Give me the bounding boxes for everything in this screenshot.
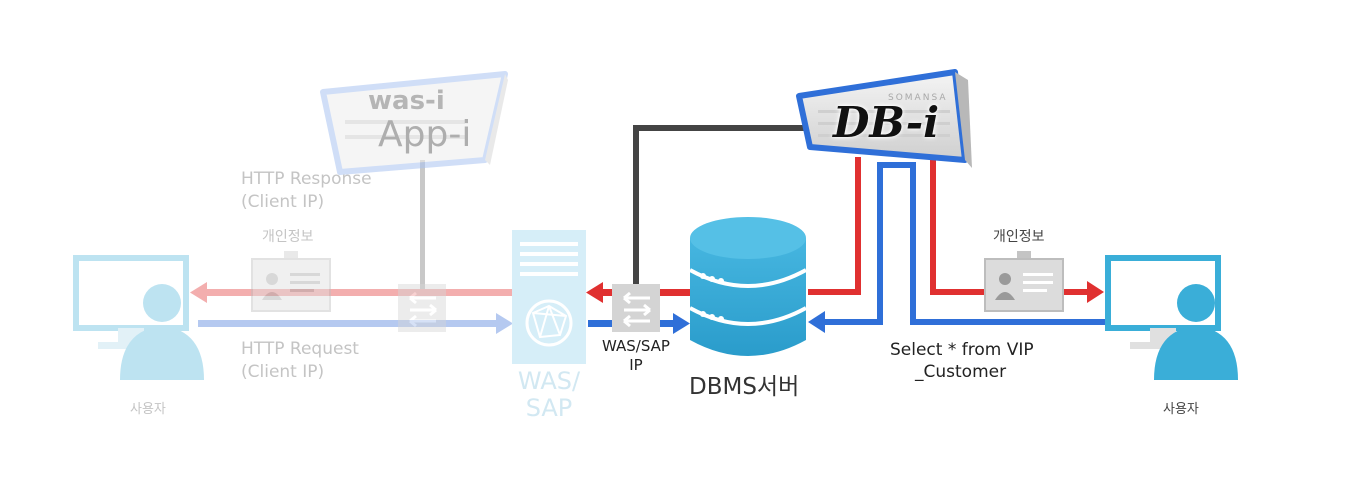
left-user-label: 사용자 (130, 402, 166, 417)
left-switch-icon (398, 284, 446, 332)
was-sap-label-line1: WAS/ (517, 367, 581, 395)
switch-label-line2: IP (629, 356, 643, 374)
was-i-connector (420, 160, 425, 295)
db-i-monitor-line (633, 125, 806, 285)
was-sap-label-line2: SAP (525, 394, 573, 422)
right-personal-info-card-icon (984, 251, 1064, 312)
query-label-line2: _Customer (915, 362, 1007, 382)
dbms-database-icon (689, 217, 807, 356)
left-user-computer-icon (73, 255, 204, 380)
center-switch-icon (612, 284, 660, 332)
db-i-server-icon (796, 69, 972, 168)
left-personal-info-card-icon (251, 251, 331, 312)
right-personal-info-label: 개인정보 (993, 229, 1045, 245)
was-i-app-server-icon (320, 71, 508, 175)
was-i-logo-top: was-i (368, 86, 445, 116)
right-user-label: 사용자 (1163, 402, 1199, 417)
was-i-logo-main: App-i (378, 114, 472, 155)
http-request-arrow (198, 313, 513, 334)
query-label-line1: Select * from VIP (890, 340, 1034, 360)
db-i-logo: DB-i (833, 98, 940, 147)
http-response-label-line1: HTTP Response (241, 169, 372, 189)
was-sap-server-icon (512, 230, 586, 364)
right-user-computer-icon (1105, 255, 1238, 380)
db-i-brand-text: SOMANSA (888, 93, 948, 103)
http-request-label-line1: HTTP Request (241, 339, 359, 359)
dbms-label: DBMS서버 (689, 374, 800, 400)
http-response-label-line2: (Client IP) (241, 192, 325, 212)
switch-label-line1: WAS/SAP (602, 337, 670, 355)
query-blue-line (808, 162, 1108, 333)
http-request-label-line2: (Client IP) (241, 362, 325, 382)
left-personal-info-label: 개인정보 (262, 229, 314, 245)
http-response-arrow (190, 282, 513, 303)
